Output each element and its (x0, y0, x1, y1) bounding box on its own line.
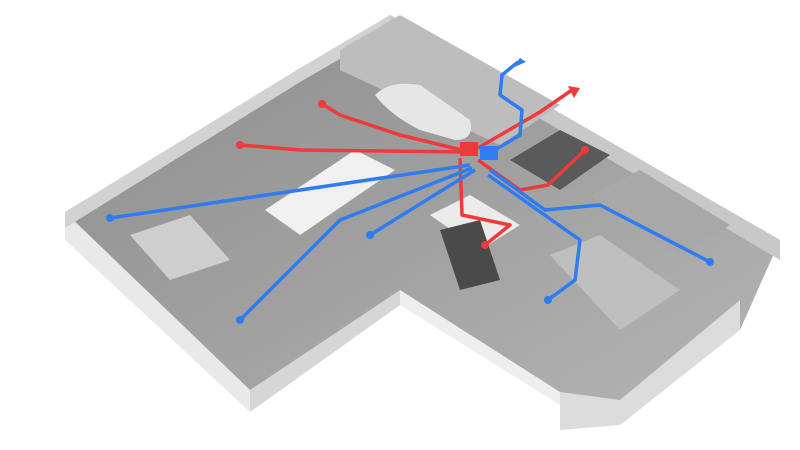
arrow-in-icon (512, 58, 526, 68)
bedroom-room (590, 170, 730, 255)
dining-area (130, 215, 230, 280)
bedroom-room (550, 235, 680, 330)
utility-room (440, 220, 500, 290)
wall-mid-front (250, 290, 400, 412)
wall-right-front (400, 290, 560, 405)
vent-diffuser-icon (106, 100, 714, 324)
car (375, 83, 471, 140)
supply-ducts (109, 60, 711, 322)
floor-plan (65, 15, 780, 430)
interior-wall (265, 150, 395, 235)
wall-back-left (65, 15, 390, 228)
wall-left-front (65, 212, 250, 412)
garage-room (340, 15, 560, 145)
wall-bedroom-front (560, 300, 740, 430)
bathroom-room (510, 130, 610, 190)
heat-recovery-unit-icon (460, 142, 498, 160)
extract-ducts (239, 88, 587, 247)
arrow-out-icon (568, 86, 580, 98)
